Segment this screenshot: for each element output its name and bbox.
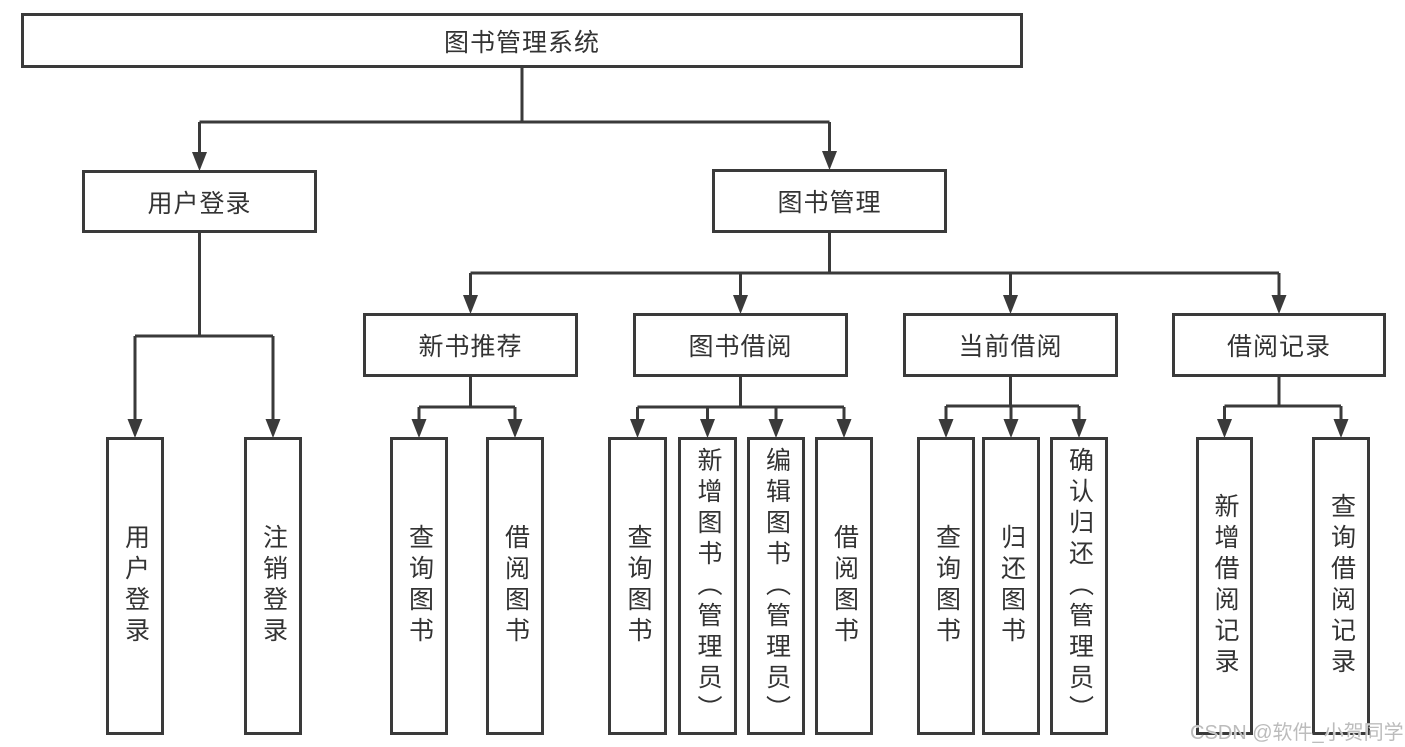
node-label: 注销登录	[259, 524, 288, 648]
arrowhead-icon	[768, 419, 784, 438]
node-n6: 借阅记录	[1172, 313, 1386, 377]
node-label: 当前借阅	[958, 333, 1063, 361]
node-l11: 确认归还（管理员）	[1050, 437, 1108, 735]
node-label: 图书管理系统	[443, 28, 600, 57]
node-label: 确认归还（管理员）	[1065, 446, 1094, 726]
node-n3: 新书推荐	[363, 313, 578, 377]
node-l13: 查询借阅记录	[1312, 437, 1370, 735]
node-label: 用户登录	[147, 189, 252, 218]
node-l2: 注销登录	[244, 437, 302, 735]
node-label: 新增借阅记录	[1211, 493, 1239, 679]
node-label: 图书借阅	[688, 333, 793, 361]
node-label: 借阅记录	[1226, 333, 1331, 361]
node-l7: 编辑图书（管理员）	[747, 437, 805, 735]
node-l10: 归还图书	[982, 437, 1040, 735]
node-n4: 图书借阅	[633, 313, 848, 377]
arrowhead-icon	[463, 295, 478, 314]
edge-group-n2	[469, 233, 1281, 299]
node-label: 新书推荐	[418, 333, 523, 361]
watermark: CSDN @软件_小贺同学	[1190, 722, 1404, 744]
node-label: 图书管理	[777, 189, 882, 217]
edge-group-root	[198, 68, 831, 156]
node-l12: 新增借阅记录	[1196, 437, 1253, 735]
node-l9: 查询图书	[917, 437, 975, 735]
arrowhead-icon	[630, 419, 645, 438]
node-label: 借阅图书	[501, 524, 530, 648]
arrowhead-icon	[1003, 295, 1018, 314]
edge-group-n6	[1223, 377, 1343, 423]
node-label: 借阅图书	[830, 524, 859, 648]
edge-group-n5	[944, 377, 1081, 423]
node-label: 编辑图书（管理员）	[762, 446, 791, 726]
node-l6: 新增图书（管理员）	[678, 437, 737, 735]
node-label: 新增图书（管理员）	[694, 446, 722, 726]
arrowhead-icon	[822, 151, 837, 170]
arrowhead-icon	[411, 419, 427, 438]
edge-group-n3	[417, 377, 517, 423]
node-n1: 用户登录	[82, 170, 317, 233]
arrowhead-icon	[733, 295, 748, 314]
arrowhead-icon	[700, 419, 715, 438]
edge-group-n1	[133, 233, 275, 423]
node-root: 图书管理系统	[21, 13, 1023, 68]
node-l5: 查询图书	[608, 437, 667, 735]
arrowhead-icon	[1217, 419, 1232, 438]
node-label: 归还图书	[997, 524, 1026, 648]
arrowhead-icon	[938, 419, 954, 438]
node-n5: 当前借阅	[903, 313, 1118, 377]
node-l3: 查询图书	[390, 437, 448, 735]
node-label: 查询借阅记录	[1327, 493, 1356, 679]
arrowhead-icon	[1333, 419, 1349, 438]
node-label: 查询图书	[405, 524, 434, 648]
arrowhead-icon	[192, 152, 207, 171]
node-label: 查询图书	[624, 524, 652, 648]
node-label: 用户登录	[121, 524, 150, 648]
node-n2: 图书管理	[712, 169, 947, 233]
arrowhead-icon	[1071, 419, 1087, 438]
node-label: 查询图书	[932, 524, 961, 648]
arrowhead-icon	[507, 419, 523, 438]
node-l8: 借阅图书	[815, 437, 873, 735]
arrowhead-icon	[836, 419, 852, 438]
node-l4: 借阅图书	[486, 437, 544, 735]
arrowhead-icon	[127, 419, 143, 438]
arrowhead-icon	[1271, 295, 1287, 314]
arrowhead-icon	[1003, 419, 1019, 438]
node-l1: 用户登录	[106, 437, 164, 735]
edge-group-n4	[636, 377, 846, 423]
arrowhead-icon	[265, 419, 281, 438]
